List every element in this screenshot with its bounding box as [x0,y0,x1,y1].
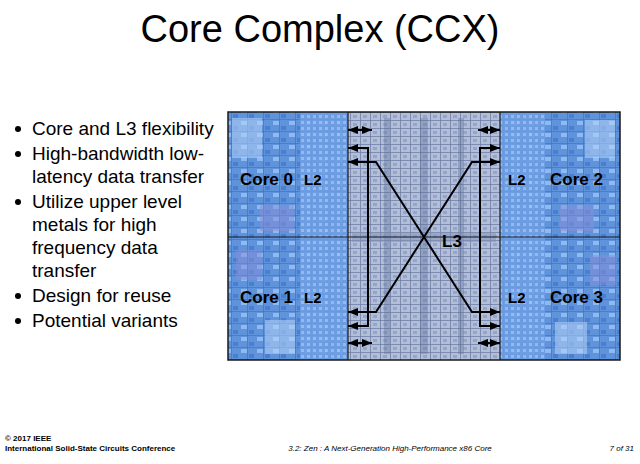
l2-cache: L2 [298,112,348,237]
l2-cache: L2 [500,112,545,237]
bullet-text: Potential variants [32,309,220,332]
cache-label: L2 [304,289,322,306]
footer-text: International Solid-State Circuits Confe… [5,444,265,454]
arrow-connector [478,342,500,344]
bullet-dot [15,293,21,299]
arrow-connector [348,342,372,344]
bullet-dot [15,199,21,205]
footer-text: 3.2: Zen : A Next-Generation High-Perfor… [270,444,510,454]
bullet-dot [15,126,21,132]
bullet-dot [15,318,21,324]
cache-label: L3 [442,232,462,252]
bullet-text: Design for reuse [32,284,220,307]
arrow-connector [348,162,500,312]
arrow-connector [478,129,500,131]
core-label: Core 2 [550,170,603,190]
bullet-item: High-bandwidth low-latency data transfer [32,142,220,188]
bullet-item: Potential variants [32,309,220,332]
core-region: Core 3 L2 [500,237,620,360]
core-label: Core 1 [240,288,293,308]
cache-label: L2 [508,171,526,188]
l2-cache: L2 [500,237,545,360]
bullet-item: Design for reuse [32,284,220,307]
footer-text: 7 of 31 [540,444,634,454]
bullet-dot [15,151,21,157]
slide-title: Core Complex (CCX) [0,6,640,52]
footer-wrap: International Solid-State Circuits Confe… [5,444,265,454]
bullet-item: Utilize upper level metals for high freq… [32,190,220,282]
core-label: Core 3 [550,288,603,308]
footer-wrap: 7 of 31 [540,444,634,454]
arrow-connector [348,148,368,326]
footer-wrap: 3.2: Zen : A Next-Generation High-Perfor… [270,444,510,454]
title-wrap: Core Complex (CCX) [0,6,640,52]
l2-cache: L2 [298,237,348,360]
cache-label: L2 [508,289,526,306]
bullet-text: High-bandwidth low-latency data transfer [32,142,220,188]
core-region: Core 2 L2 [500,112,620,237]
arrow-connector [348,129,372,131]
arrow-connector [348,162,500,312]
bullet-item: Core and L3 flexibility [32,117,220,140]
cache-label: L2 [304,171,322,188]
core-label: Core 0 [240,170,293,190]
bullet-text: Utilize upper level metals for high freq… [32,190,220,282]
arrow-connector [480,148,500,326]
bullet-list: Core and L3 flexibilityHigh-bandwidth lo… [32,117,220,334]
core-region: Core 1 L2 [228,237,348,360]
footer-text: © 2017 IEEE [5,434,265,444]
core-region: Core 0 L2 [228,112,348,237]
footer-wrap: © 2017 IEEE [5,434,265,444]
bullet-text: Core and L3 flexibility [32,117,220,140]
l3-cache: L3 [372,124,478,348]
